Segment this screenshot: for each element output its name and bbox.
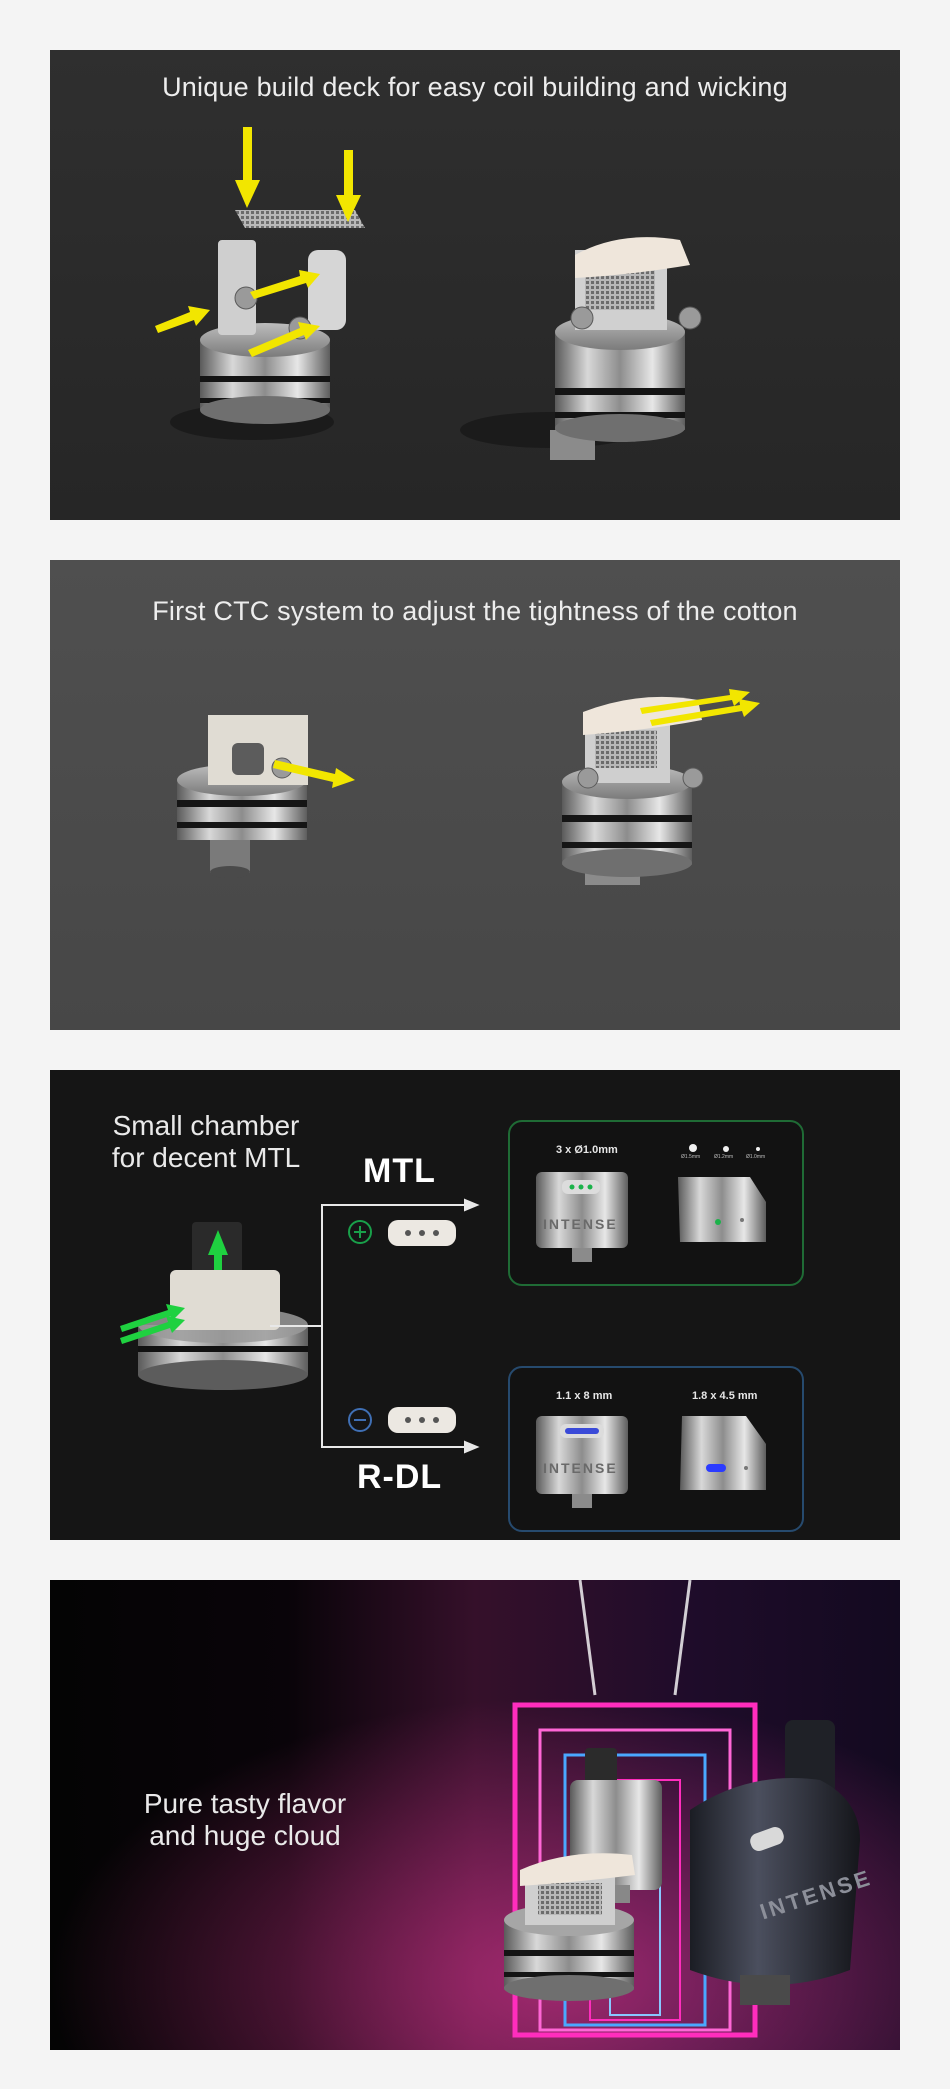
chamber-headline-line2: for decent MTL <box>111 1142 301 1173</box>
build-deck-headline: Unique build deck for easy coil building… <box>162 72 788 102</box>
flavor-illustration <box>50 1580 900 2050</box>
yellow-arrow-icon <box>155 127 361 357</box>
black-atomizer-icon <box>690 1720 860 2005</box>
chamber-deck-icon <box>120 1222 308 1390</box>
yellow-arrow-icon <box>273 760 355 788</box>
flavor-headline-line2: and huge cloud <box>149 1820 341 1851</box>
ctc-deck-right-icon <box>562 696 704 885</box>
mtl-insert-spec: 3 x Ø1.0mm <box>556 1144 618 1156</box>
chamber-headline: Small chamber for decent MTL <box>106 1110 306 1174</box>
minus-icon <box>348 1408 372 1432</box>
flavor-panel: INTENSE Pure tasty flavor and huge cloud <box>50 1580 900 2050</box>
deck-right-icon <box>460 237 702 460</box>
yellow-arrow-icon <box>640 689 760 726</box>
rdl-slot-spec: 1.1 x 8 mm <box>556 1390 613 1402</box>
branch-lines <box>270 1198 480 1454</box>
mtl-info-box: 3 x Ø1.0mm Ø1.5mm Ø1.2mm Ø1.0mm INTENSE <box>508 1120 804 1286</box>
flavor-deck-icon <box>504 1853 635 2001</box>
mtl-brand-text: INTENSE <box>543 1216 618 1232</box>
mtl-hole-3: Ø1.0mm <box>746 1154 766 1160</box>
mtl-insert-icon <box>388 1220 456 1246</box>
ctc-headline: First CTC system to adjust the tightness… <box>152 596 798 626</box>
deck-left-icon <box>170 240 346 440</box>
ctc-illustration <box>177 689 760 885</box>
rdl-side-spec: 1.8 x 4.5 mm <box>692 1390 758 1402</box>
mtl-label: MTL <box>363 1152 436 1190</box>
rdl-label: R-DL <box>357 1458 443 1496</box>
rdl-atomizer-pair-icon <box>536 1416 766 1508</box>
plus-icon <box>348 1220 372 1244</box>
mtl-hole-2: Ø1.2mm <box>714 1154 734 1160</box>
chamber-panel: Small chamber for decent MTL <box>50 1070 900 1540</box>
chamber-headline-line1: Small chamber <box>112 1110 300 1141</box>
mesh-strip-icon <box>235 210 365 228</box>
mtl-atomizer-pair-icon <box>536 1144 766 1262</box>
ctc-panel: First CTC system to adjust the tightness… <box>50 560 900 1030</box>
mtl-hole-1: Ø1.5mm <box>681 1154 701 1160</box>
rdl-brand-text: INTENSE <box>543 1460 618 1476</box>
flavor-headline-line1: Pure tasty flavor <box>143 1788 347 1819</box>
build-deck-illustration <box>155 127 702 460</box>
ctc-deck-left-icon <box>177 715 308 878</box>
rdl-info-box: 1.1 x 8 mm 1.8 x 4.5 mm INTENSE <box>508 1366 804 1532</box>
flavor-headline: Pure tasty flavor and huge cloud <box>130 1788 360 1852</box>
rdl-insert-icon <box>388 1407 456 1433</box>
chamber-illustration <box>120 1198 480 1454</box>
build-deck-panel: Unique build deck for easy coil building… <box>50 50 900 520</box>
